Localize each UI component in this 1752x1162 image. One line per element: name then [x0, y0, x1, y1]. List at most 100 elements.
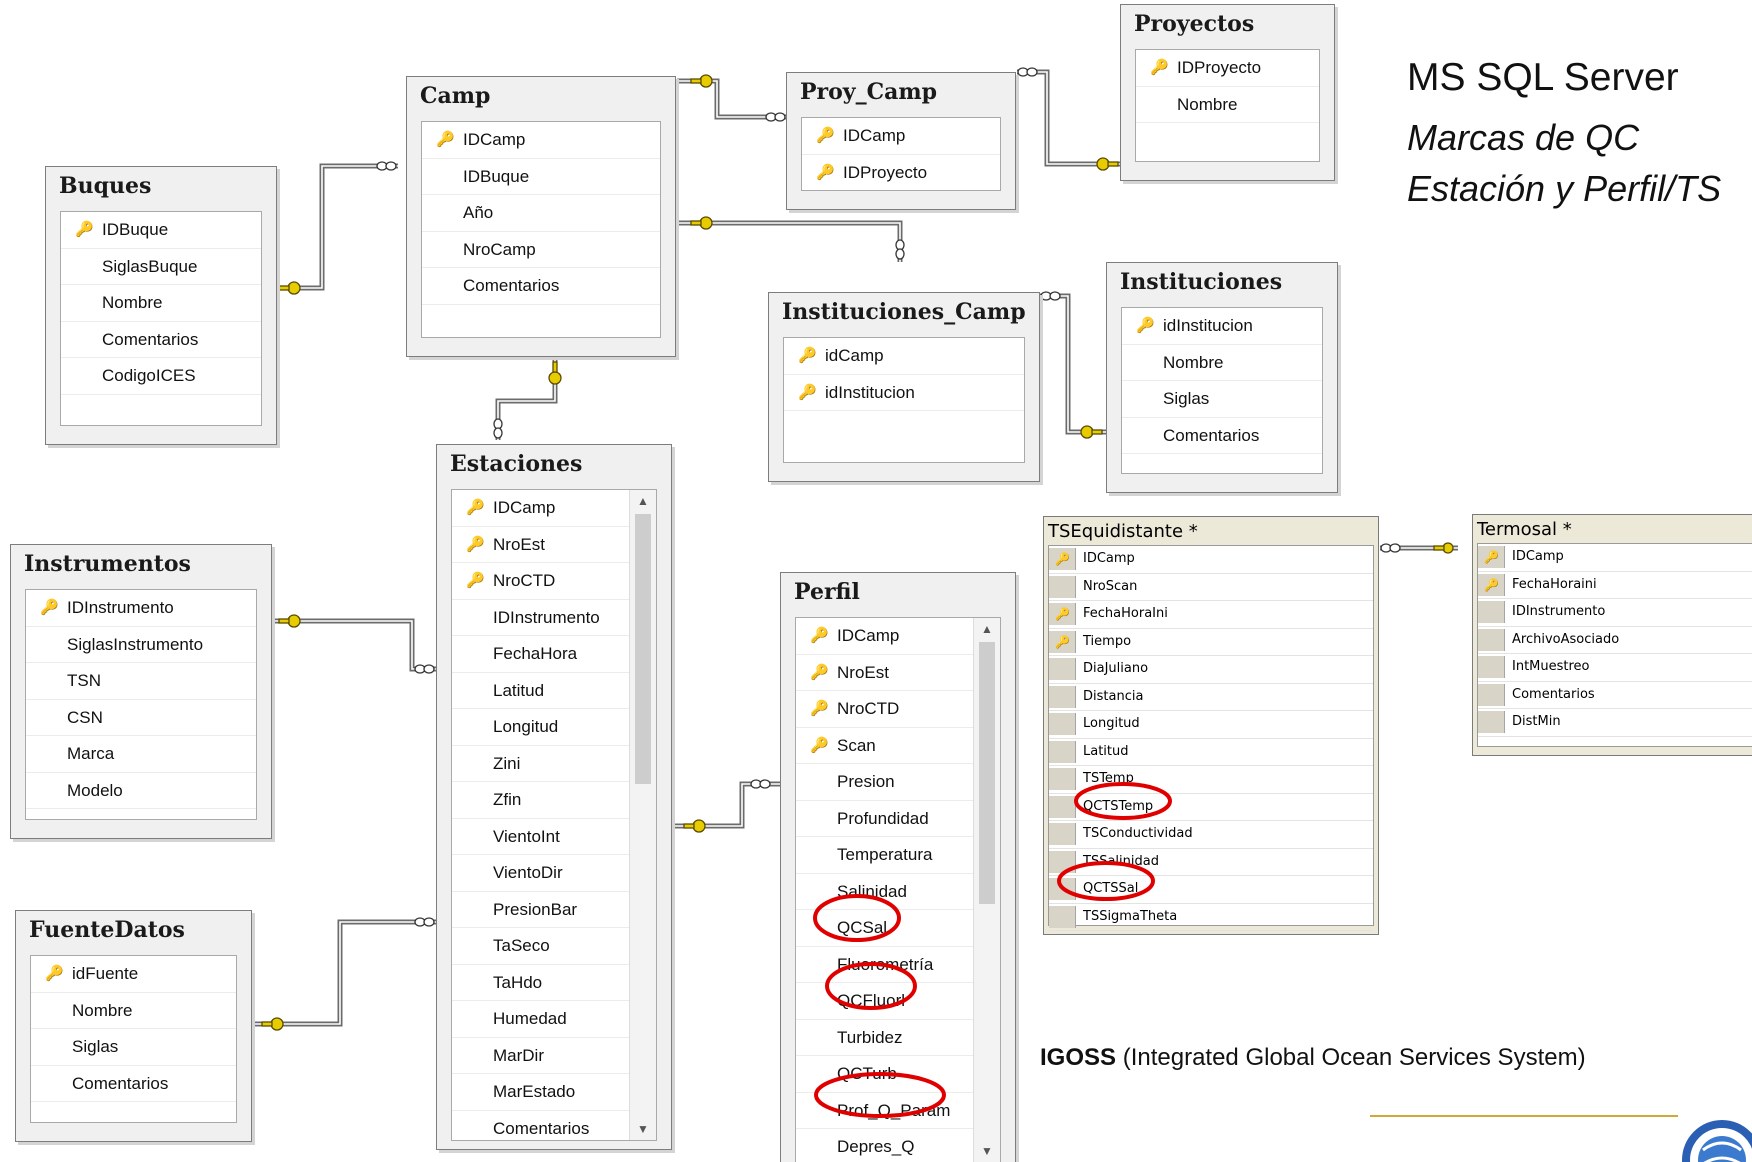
column-row[interactable]: DistMin [1478, 709, 1752, 737]
table-instrumentos[interactable]: Instrumentos 🔑IDInstrumento SiglasInstru… [10, 544, 272, 839]
column-row[interactable]: Comentarios [1478, 682, 1752, 709]
column-row[interactable]: FechaHora [452, 636, 656, 673]
column-row-highlighted[interactable]: QCSal [796, 910, 1000, 947]
column-row[interactable]: VientoDir [452, 855, 656, 892]
column-row[interactable]: Comentarios [61, 322, 261, 358]
column-name: Año [463, 203, 494, 222]
column-row[interactable]: TaHdo [452, 965, 656, 1001]
column-row[interactable]: Profundidad [796, 801, 1000, 837]
column-row[interactable]: Año [422, 195, 660, 232]
scroll-down-icon[interactable]: ▼ [637, 1122, 649, 1136]
column-row[interactable]: DiaJuliano [1049, 656, 1373, 684]
table-instituciones[interactable]: Instituciones 🔑idInstitucion Nombre Sigl… [1106, 262, 1338, 493]
column-row[interactable]: Zfin [452, 782, 656, 819]
vertical-scrollbar[interactable]: ▲ ▼ [629, 490, 656, 1140]
column-row[interactable]: 🔑IDCamp [452, 490, 656, 527]
table-instituciones-camp[interactable]: Instituciones_Camp 🔑idCamp 🔑idInstitucio… [768, 292, 1040, 482]
column-row[interactable]: 🔑IDBuque [61, 212, 261, 249]
table-proyectos[interactable]: Proyectos 🔑IDProyecto Nombre [1120, 4, 1335, 181]
column-row[interactable]: 🔑FechaHoraini [1478, 572, 1752, 599]
column-row[interactable]: 🔑IDCamp [1049, 546, 1373, 574]
table-perfil[interactable]: Perfil 🔑IDCamp 🔑NroEst 🔑NroCTD 🔑Scan Pre… [780, 572, 1016, 1162]
highlight-circle-qctssal [1057, 861, 1155, 901]
column-row[interactable]: CSN [26, 700, 256, 736]
column-row[interactable]: NroCamp [422, 232, 660, 268]
column-row[interactable]: Latitud [1049, 739, 1373, 766]
column-row[interactable]: Siglas [1122, 381, 1322, 418]
column-row[interactable]: 🔑IDCamp [1478, 544, 1752, 572]
column-row[interactable]: 🔑Scan [796, 728, 1000, 764]
column-row[interactable]: TSConductividad [1049, 821, 1373, 849]
column-row[interactable]: 🔑idCamp [784, 338, 1024, 375]
column-row[interactable]: NroScan [1049, 574, 1373, 601]
column-row[interactable]: Comentarios [452, 1111, 656, 1141]
column-row[interactable]: 🔑FechaHoraIni [1049, 601, 1373, 629]
column-row[interactable]: Zini [452, 746, 656, 782]
column-row[interactable]: Modelo [26, 773, 256, 809]
column-name: NroEst [493, 534, 545, 554]
scroll-up-icon[interactable]: ▲ [637, 494, 649, 508]
scroll-down-icon[interactable]: ▼ [981, 1144, 993, 1158]
column-row[interactable]: Siglas [31, 1029, 236, 1066]
column-row[interactable]: CodigoICES [61, 358, 261, 395]
column-row[interactable]: TSN [26, 663, 256, 700]
column-row[interactable]: Nombre [61, 285, 261, 322]
vertical-scrollbar[interactable]: ▲ ▼ [973, 618, 1000, 1162]
table-proy-camp[interactable]: Proy_Camp 🔑IDCamp 🔑IDProyecto [786, 72, 1016, 210]
column-row[interactable]: IDBuque [422, 159, 660, 195]
column-row[interactable]: 🔑IDCamp [802, 118, 1000, 155]
scrollbar-thumb[interactable] [979, 642, 995, 904]
column-row[interactable]: Latitud [452, 673, 656, 709]
column-row[interactable]: 🔑NroEst [452, 527, 656, 563]
column-row[interactable]: VientoInt [452, 819, 656, 855]
column-row[interactable]: IDInstrumento [1478, 599, 1752, 627]
table-termosal[interactable]: Termosal * 🔑IDCamp 🔑FechaHoraini IDInstr… [1472, 514, 1752, 756]
column-row[interactable]: Longitud [452, 709, 656, 746]
column-row[interactable]: PresionBar [452, 892, 656, 928]
column-row[interactable]: MarEstado [452, 1074, 656, 1111]
column-row[interactable]: IntMuestreo [1478, 654, 1752, 682]
column-row[interactable]: 🔑IDProyecto [802, 155, 1000, 191]
column-row[interactable]: Nombre [1136, 87, 1319, 123]
column-row[interactable]: Humedad [452, 1001, 656, 1038]
column-row[interactable]: Comentarios [1122, 418, 1322, 454]
column-row[interactable]: Marca [26, 736, 256, 773]
column-row[interactable]: 🔑IDCamp [796, 618, 1000, 655]
column-row[interactable]: 🔑IDInstrumento [26, 590, 256, 627]
table-estaciones[interactable]: Estaciones 🔑IDCamp 🔑NroEst 🔑NroCTD IDIns… [436, 444, 672, 1150]
column-row[interactable]: 🔑NroCTD [796, 691, 1000, 728]
column-row[interactable]: Nombre [31, 993, 236, 1029]
column-row[interactable]: ArchivoAsociado [1478, 627, 1752, 654]
column-row[interactable]: TaSeco [452, 928, 656, 965]
column-row[interactable]: TSSigmaTheta [1049, 904, 1373, 931]
column-row[interactable]: Comentarios [31, 1066, 236, 1102]
scrollbar-thumb[interactable] [635, 514, 651, 784]
column-row[interactable]: IDInstrumento [452, 600, 656, 636]
scroll-up-icon[interactable]: ▲ [981, 622, 993, 636]
column-row[interactable]: Distancia [1049, 684, 1373, 711]
column-row[interactable]: 🔑idInstitucion [1122, 308, 1322, 345]
column-row[interactable]: 🔑IDProyecto [1136, 50, 1319, 87]
column-row[interactable]: SiglasInstrumento [26, 627, 256, 663]
column-row[interactable]: Comentarios [422, 268, 660, 305]
column-row[interactable]: Nombre [1122, 345, 1322, 381]
column-row[interactable]: 🔑IDCamp [422, 122, 660, 159]
column-row[interactable]: 🔑NroCTD [452, 563, 656, 600]
column-row[interactable]: 🔑Tiempo [1049, 629, 1373, 656]
column-row[interactable]: Turbidez [796, 1020, 1000, 1056]
table-camp[interactable]: Camp 🔑IDCamp IDBuque Año NroCamp Comenta… [406, 76, 676, 357]
column-row[interactable]: MarDir [452, 1038, 656, 1074]
column-row[interactable]: Longitud [1049, 711, 1373, 739]
column-row[interactable]: 🔑NroEst [796, 655, 1000, 691]
table-fuentedatos[interactable]: FuenteDatos 🔑idFuente Nombre Siglas Come… [15, 910, 252, 1142]
column-name: FechaHoraini [1512, 576, 1597, 592]
column-row[interactable]: Temperatura [796, 837, 1000, 874]
column-name: IDBuque [463, 166, 530, 186]
column-row[interactable]: 🔑idFuente [31, 956, 236, 993]
column-row[interactable]: Depres_Q [796, 1129, 1000, 1162]
column-row[interactable]: Presion [796, 764, 1000, 801]
table-buques[interactable]: Buques 🔑IDBuque SiglasBuque Nombre Comen… [45, 166, 277, 445]
column-row[interactable]: SiglasBuque [61, 249, 261, 285]
column-row-highlighted[interactable]: QCTSTemp [1049, 794, 1373, 821]
column-row[interactable]: 🔑idInstitucion [784, 375, 1024, 411]
